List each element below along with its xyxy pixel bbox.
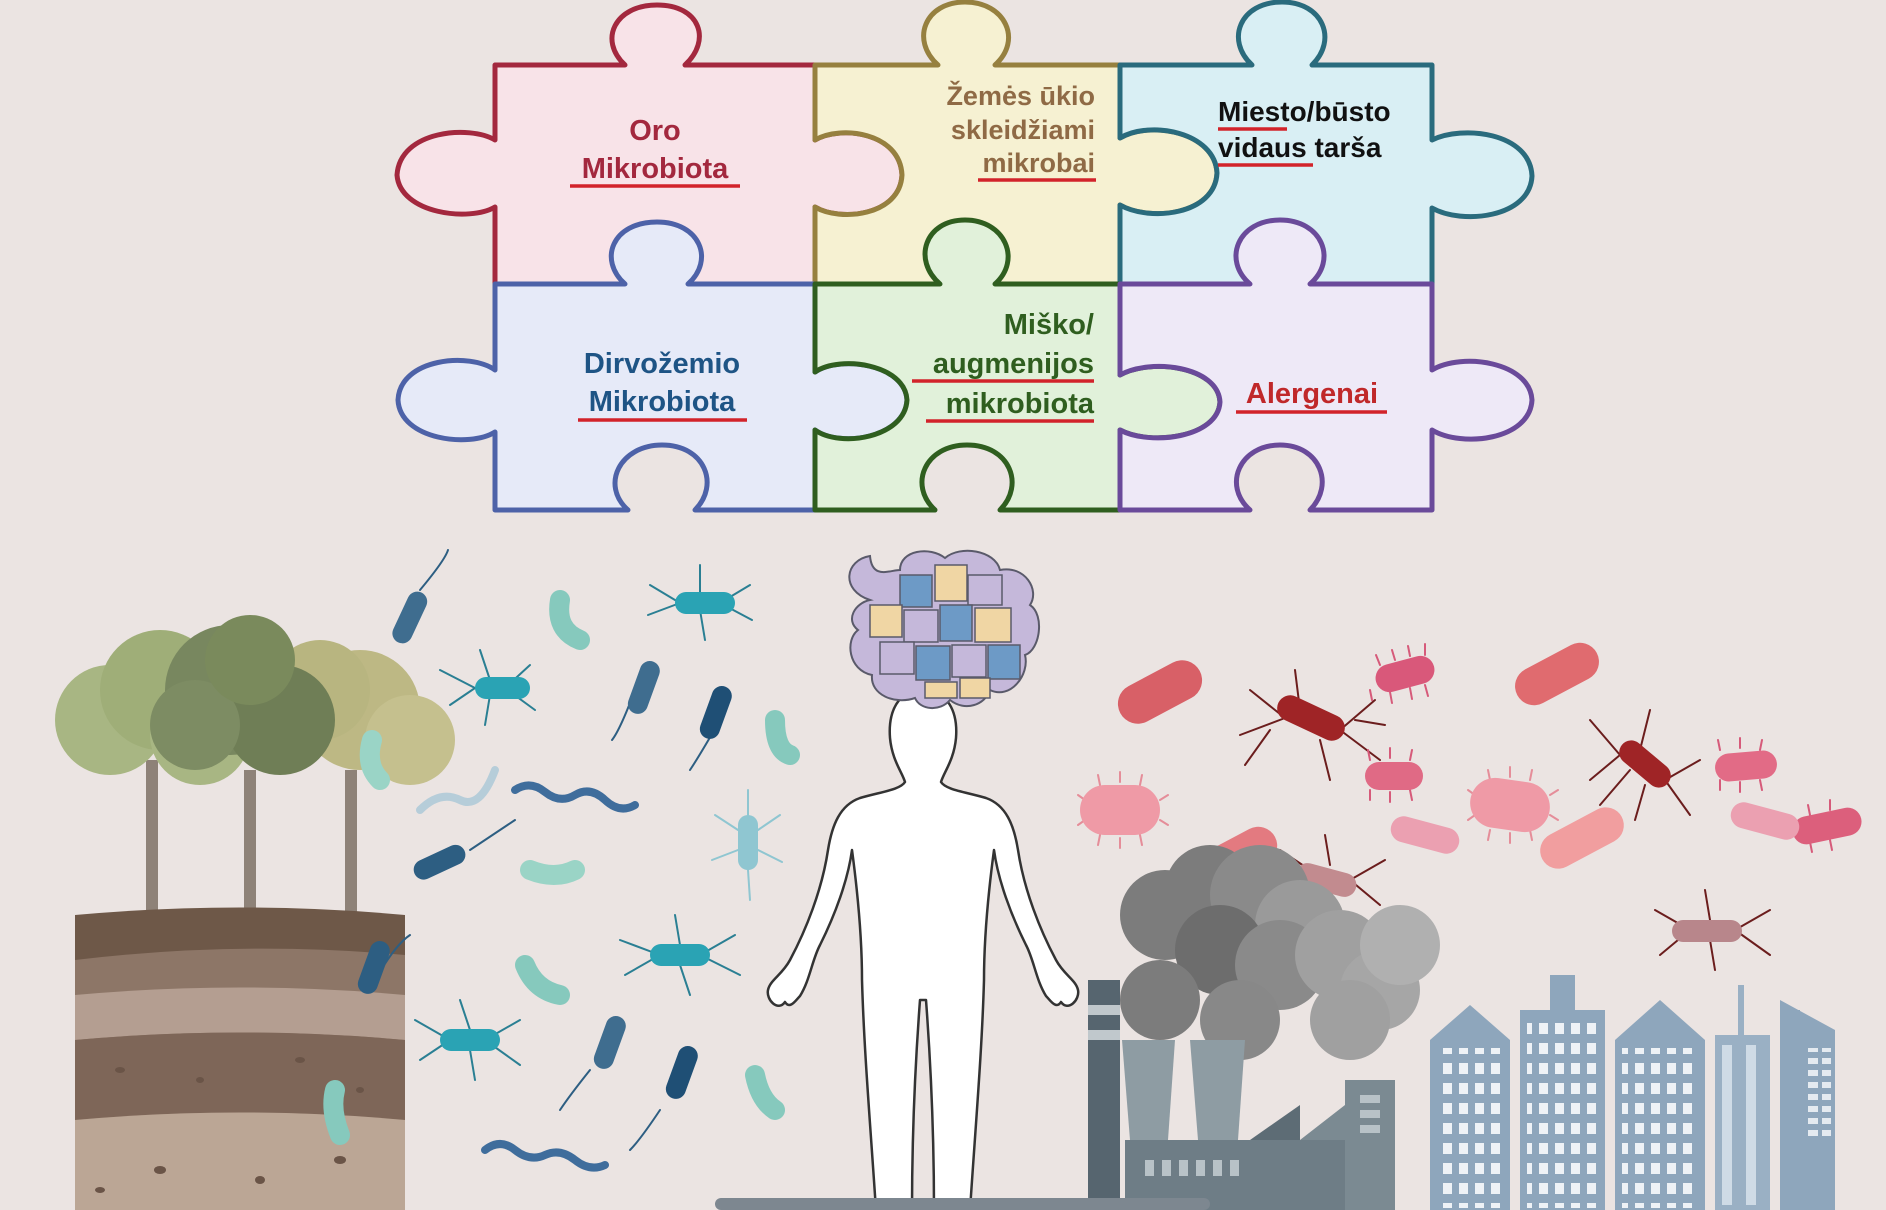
label-agri-1: Žemės ūkio	[946, 80, 1095, 111]
label-forest-2: augmenijos	[933, 348, 1094, 380]
smoke-icon	[1120, 845, 1440, 1060]
label-agri-2: skleidžiami	[951, 115, 1095, 145]
factory-icon	[1088, 980, 1395, 1210]
city-skyline-icon	[1430, 975, 1835, 1210]
label-soil-2: Mikrobiota	[589, 386, 736, 418]
puzzle-labels: Oro Mikrobiota Žemės ūkio skleidžiami mi…	[570, 80, 1391, 423]
bacteria-icon	[323, 549, 800, 1172]
puzzle-piece-urban	[1117, 0, 1535, 287]
label-soil-1: Dirvožemio	[584, 348, 740, 380]
puzzle-piece-allergen	[1117, 217, 1535, 513]
human-silhouette-icon	[766, 688, 1080, 1210]
label-forest-3: mikrobiota	[946, 388, 1095, 420]
label-urban-2: vidaus tarša	[1218, 132, 1382, 163]
label-air-2: Mikrobiota	[582, 153, 729, 185]
puzzle-brain-icon	[848, 549, 1041, 709]
puzzle-piece-soil	[395, 219, 910, 513]
ground-strip	[715, 1198, 1210, 1210]
label-agri-3: mikrobai	[982, 148, 1095, 178]
label-forest-1: Miško/	[1004, 309, 1094, 341]
label-urban-1: Miesto/būsto	[1218, 96, 1391, 127]
label-air-1: Oro	[629, 115, 681, 147]
trees-icon	[55, 615, 455, 930]
label-allergen: Alergenai	[1246, 378, 1378, 410]
soil-layers-icon	[75, 907, 405, 1210]
puzzle-grid	[394, 0, 1535, 513]
